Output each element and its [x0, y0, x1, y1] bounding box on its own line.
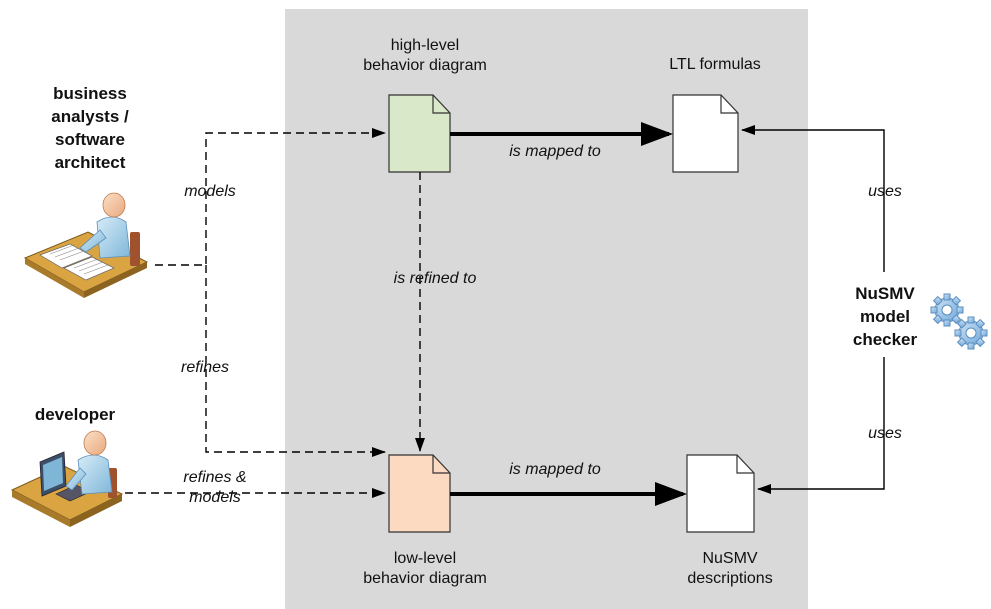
models-edge-label: models	[184, 183, 236, 200]
uses-bottom-edge-label: uses	[868, 425, 902, 442]
nusmv-label-line3: checker	[852, 330, 918, 349]
business-analyst-label-line1: business	[53, 84, 127, 103]
uses-connector-bottom	[757, 357, 885, 494]
nusmv-descriptions-document-icon	[686, 454, 755, 533]
nusmv-descriptions-label: NuSMV descriptions	[660, 549, 800, 589]
refines-and-models-line2: models	[189, 489, 241, 506]
low-level-diagram-label: low-level behavior diagram	[335, 549, 515, 589]
nusmv-descriptions-label-line1: NuSMV	[702, 550, 758, 567]
low-level-label-line2: behavior diagram	[363, 570, 487, 587]
business-analyst-label: business analysts / software architect	[20, 82, 160, 174]
business-analyst-label-line4: architect	[54, 153, 126, 172]
high-level-label-line2: behavior diagram	[363, 57, 487, 74]
nusmv-label-line2: model	[859, 307, 911, 326]
models-connector	[155, 128, 386, 266]
business-analyst-desk-icon	[23, 192, 149, 298]
nusmv-descriptions-label-line2: descriptions	[687, 570, 773, 587]
nusmv-model-checker-label: NuSMV model checker	[830, 282, 940, 351]
nusmv-label-line1: NuSMV	[855, 284, 915, 303]
gears-icon	[930, 293, 988, 350]
low-level-label-line1: low-level	[393, 550, 457, 567]
developer-computer-icon	[10, 430, 124, 527]
low-level-diagram-document-icon	[388, 454, 451, 533]
uses-connector-top	[741, 125, 885, 272]
mapped-to-bottom-label: is mapped to	[509, 461, 601, 478]
high-level-diagram-document-icon	[388, 94, 451, 173]
high-level-diagram-label: high-level behavior diagram	[335, 36, 515, 76]
mapped-to-top-label: is mapped to	[509, 143, 601, 160]
refines-and-models-edge-label: refines & models	[160, 468, 270, 508]
uses-top-edge-label: uses	[868, 183, 902, 200]
business-analyst-label-line3: software	[55, 130, 125, 149]
developer-label: developer	[34, 405, 116, 424]
refines-connector	[205, 265, 386, 457]
business-analyst-label-line2: analysts /	[51, 107, 129, 126]
ltl-formulas-label: LTL formulas	[669, 56, 761, 73]
ltl-formulas-document-icon	[672, 94, 739, 173]
refines-edge-label: refines	[180, 359, 230, 376]
refined-to-edge-label: is refined to	[393, 270, 477, 287]
high-level-label-line1: high-level	[390, 37, 460, 54]
refines-and-models-line1: refines &	[183, 469, 247, 486]
